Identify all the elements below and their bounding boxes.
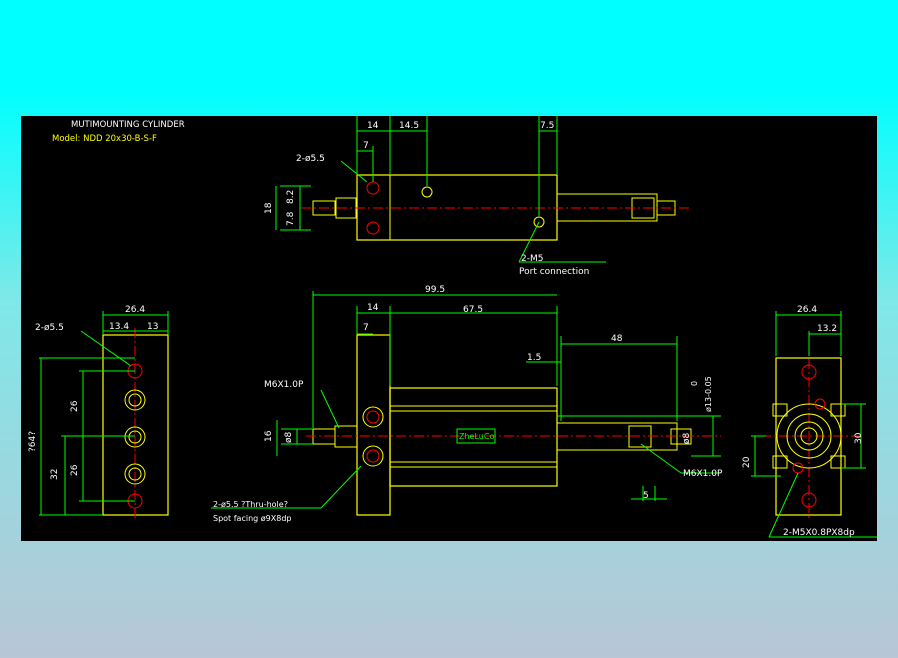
front-dim-14: 14: [367, 303, 379, 313]
right-dim-20: 20: [742, 456, 752, 468]
right-hole-bottom: [801, 492, 817, 508]
front-hole-1: [362, 406, 384, 428]
left-dim-26-a: 26: [70, 400, 80, 412]
left-dim-holes: 2-ø5.5: [35, 323, 64, 333]
front-dim-99-5: 99.5: [425, 285, 445, 295]
front-holes-label-2: Spot facing ø9X8dp: [213, 514, 291, 523]
top-hole-1: [366, 181, 380, 195]
top-dim-8-2: 8.2: [286, 190, 296, 204]
left-hole-3: [124, 426, 146, 448]
right-thread-label: 2-M5X0.8PX8dp: [783, 528, 855, 538]
front-dim-48: 48: [611, 334, 623, 344]
drawing-title: MUTIMOUNTING CYLINDER: [71, 120, 185, 130]
front-logo-box: [456, 428, 496, 444]
front-dim-5: 5: [643, 491, 649, 501]
left-dim-13: 13: [147, 322, 158, 332]
top-port-label-2: Port connection: [519, 267, 589, 277]
left-dim-26-b: 26: [70, 464, 80, 476]
front-dim-7: 7: [363, 323, 369, 333]
top-hole-2: [366, 221, 380, 235]
top-port-1: [421, 186, 433, 198]
top-port-label: 2-M5: [521, 254, 543, 264]
top-dim-7-8: 7.8: [286, 211, 296, 226]
top-dim-holes: 2-ø5.5: [296, 154, 325, 164]
right-port-2: [792, 462, 804, 474]
drawing-model: Model: NDD 20x30-B-S-F: [52, 134, 157, 144]
top-dim-14: 14: [367, 121, 379, 131]
front-tol-0: 0: [690, 381, 699, 386]
top-dim-7: 7: [363, 141, 369, 151]
right-dim-26-4: 26.4: [797, 305, 817, 315]
front-dim-16: 16: [264, 430, 274, 442]
top-dim-7-5: 7.5: [540, 121, 554, 131]
left-hole-2: [124, 389, 146, 411]
front-dim-dia8-right: ø8: [682, 432, 692, 444]
front-view: ZheLuCo 99.5 14 67.5 7 48 1.5 0 ø13-0.: [211, 285, 723, 523]
front-rod: [556, 422, 678, 451]
right-dim-13-2: 13.2: [817, 324, 837, 334]
left-hole-4: [124, 463, 146, 485]
left-view: 26.4 13.4 13 2-ø5.5 26 26 32 ?64?: [28, 305, 169, 521]
front-dim-dia8-left: ø8: [284, 431, 294, 443]
left-dim-32: 32: [50, 469, 60, 480]
top-dim-18: 18: [264, 202, 274, 214]
left-dim-26-4: 26.4: [125, 305, 145, 315]
top-view: 14 14.5 7.5 7 2-ø5.5 18 7.8 8.2 2-M5 Por…: [264, 116, 691, 277]
left-dim-13-4: 13.4: [109, 322, 129, 332]
right-dim-30: 30: [854, 432, 864, 444]
right-hole-top: [801, 364, 817, 380]
right-boss-outer: [776, 403, 842, 469]
front-hole-2: [362, 445, 384, 467]
front-thread-right: M6X1.0P: [683, 469, 723, 479]
front-logo: ZheLuCo: [459, 432, 494, 441]
front-tol-dia: ø13-0.05: [704, 376, 713, 412]
front-thread-left: M6X1.0P: [264, 380, 304, 390]
front-dim-67-5: 67.5: [463, 305, 483, 315]
right-port-1: [814, 398, 826, 410]
left-dim-64: ?64?: [28, 431, 38, 452]
right-view: 26.4 13.2 30 20 2-M5X0.8PX8dp: [742, 305, 877, 538]
top-port-2: [533, 216, 545, 228]
top-dim-14-5: 14.5: [399, 121, 419, 131]
front-holes-label: 2-ø5.5 ?Thru-hole?: [213, 500, 288, 509]
top-rod-end-left: [312, 200, 336, 216]
cad-drawing: MUTIMOUNTING CYLINDER Model: NDD 20x30-B…: [21, 116, 877, 541]
front-flange: [356, 334, 391, 516]
front-dim-1-5: 1.5: [527, 353, 541, 363]
